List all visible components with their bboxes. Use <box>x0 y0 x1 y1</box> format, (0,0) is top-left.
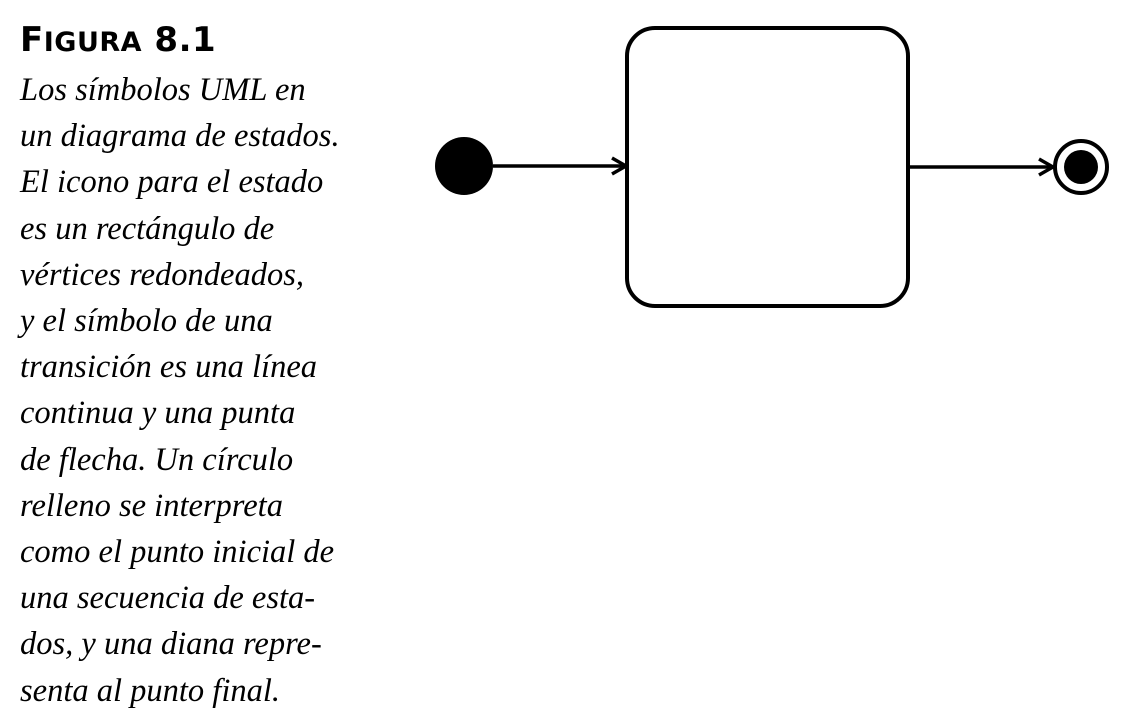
caption-line: vértices redondeados, <box>20 256 304 293</box>
caption-line: de flecha. Un círculo <box>20 441 294 478</box>
caption-line: senta al punto final. <box>20 672 280 709</box>
figure-title: FIGURA 8.1 <box>20 18 410 65</box>
state-rounded-rectangle <box>625 26 910 308</box>
figure-label-initial: F <box>20 20 44 60</box>
initial-state-dot-icon <box>435 137 493 195</box>
final-state-bullseye-icon <box>1053 139 1109 195</box>
caption-text: Los símbolos UML en un diagrama de estad… <box>20 67 410 714</box>
caption-line: dos, y una diana repre- <box>20 626 322 663</box>
caption-line: como el punto inicial de <box>20 534 335 571</box>
caption-line: El icono para el estado <box>20 164 324 201</box>
figure-caption: FIGURA 8.1 Los símbolos UML en un diagra… <box>20 18 410 714</box>
caption-line: un diagrama de estados. <box>20 118 340 155</box>
caption-line: transición es una línea <box>20 349 317 386</box>
caption-line: y el símbolo de una <box>20 303 273 340</box>
caption-line: relleno se interpreta <box>20 487 283 524</box>
figure-label-rest: IGURA <box>43 27 143 58</box>
caption-line: Los símbolos UML en <box>20 72 306 108</box>
caption-line: una secuencia de esta- <box>20 580 316 617</box>
figure-number: 8.1 <box>154 20 217 60</box>
caption-line: continua y una punta <box>20 395 296 432</box>
caption-line: es un rectángulo de <box>20 210 275 247</box>
